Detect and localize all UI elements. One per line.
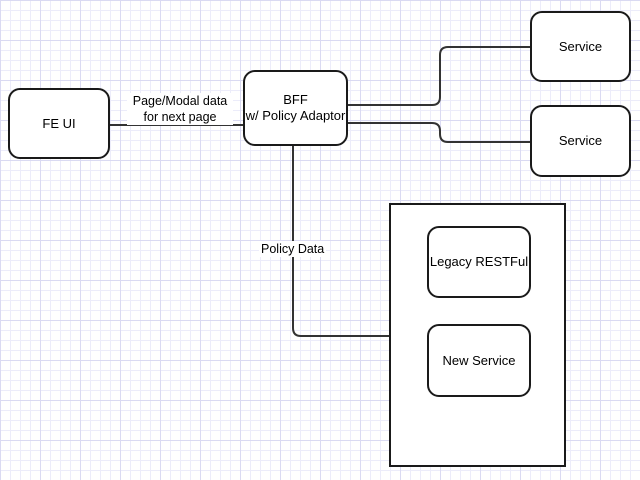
node-service-top-label: Service bbox=[558, 38, 603, 54]
node-legacy-restful[interactable]: Legacy RESTFul bbox=[427, 226, 531, 298]
node-service-top[interactable]: Service bbox=[530, 11, 631, 82]
node-bff[interactable]: BFF w/ Policy Adaptor bbox=[243, 70, 348, 146]
node-fe-ui[interactable]: FE UI bbox=[8, 88, 110, 159]
node-bff-label: BFF w/ Policy Adaptor bbox=[245, 92, 346, 123]
node-legacy-restful-label: Legacy RESTFul bbox=[429, 254, 529, 269]
connector-bff-to-service-top bbox=[347, 46, 531, 106]
edge-label-page-modal-data: Page/Modal data for next page bbox=[127, 93, 233, 125]
connector-bff-to-service-bottom bbox=[347, 122, 531, 143]
node-fe-ui-label: FE UI bbox=[42, 115, 76, 131]
node-service-bottom-label: Service bbox=[558, 133, 603, 148]
edge-label-policy-data: Policy Data bbox=[259, 241, 327, 257]
node-new-service[interactable]: New Service bbox=[427, 324, 531, 397]
node-service-bottom[interactable]: Service bbox=[530, 105, 631, 177]
node-new-service-label: New Service bbox=[442, 352, 516, 368]
